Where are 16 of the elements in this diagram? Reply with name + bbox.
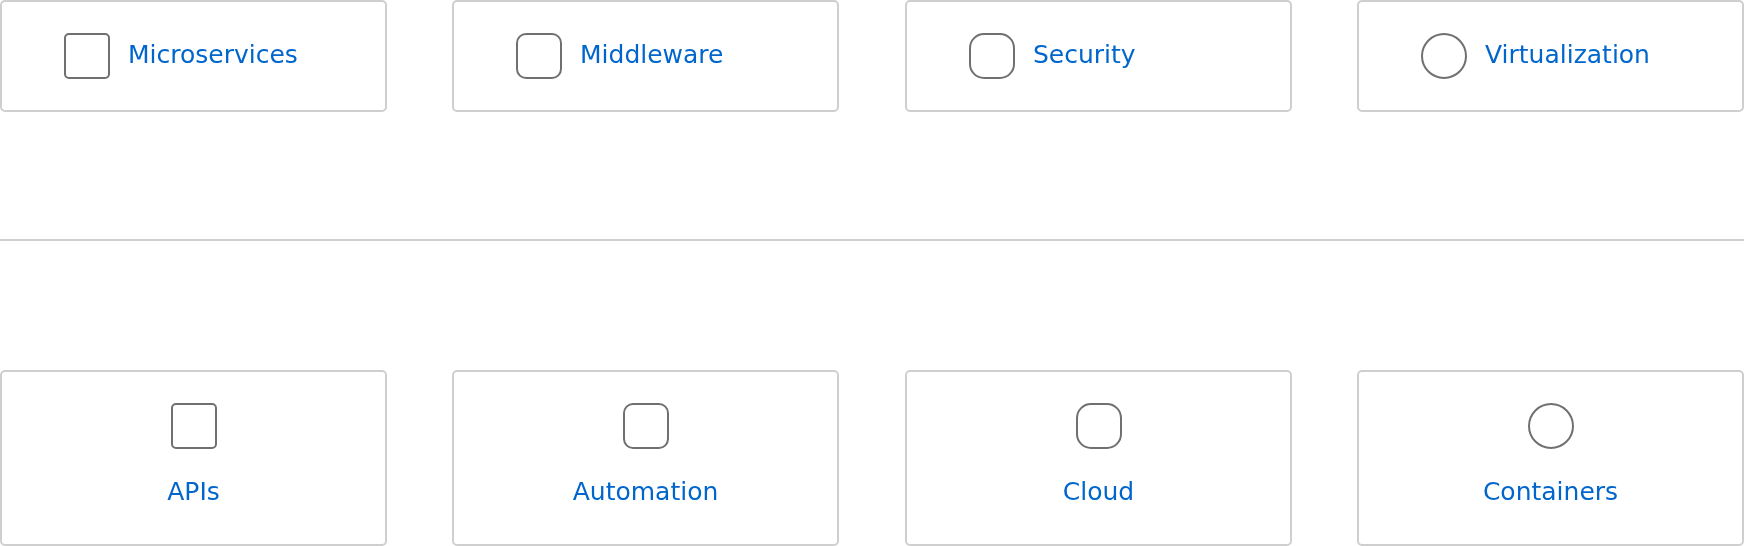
topic-card (905, 0, 1292, 112)
topic-card (1357, 0, 1744, 112)
topic-label: Automation (571, 477, 720, 507)
topic-label: Middleware (580, 40, 724, 70)
topic-card (452, 0, 839, 112)
topic-card (1357, 370, 1744, 546)
topic-label: Security (1033, 40, 1136, 70)
topic-label: Containers (1481, 477, 1620, 507)
topic-card (0, 0, 387, 112)
topic-label: Microservices (128, 40, 298, 70)
topic-card (0, 370, 387, 546)
topic-label: Cloud (1061, 477, 1136, 507)
topic-label: Virtualization (1485, 40, 1650, 70)
topic-label: APIs (166, 477, 221, 507)
topic-card (452, 370, 839, 546)
topic-card (905, 370, 1292, 546)
